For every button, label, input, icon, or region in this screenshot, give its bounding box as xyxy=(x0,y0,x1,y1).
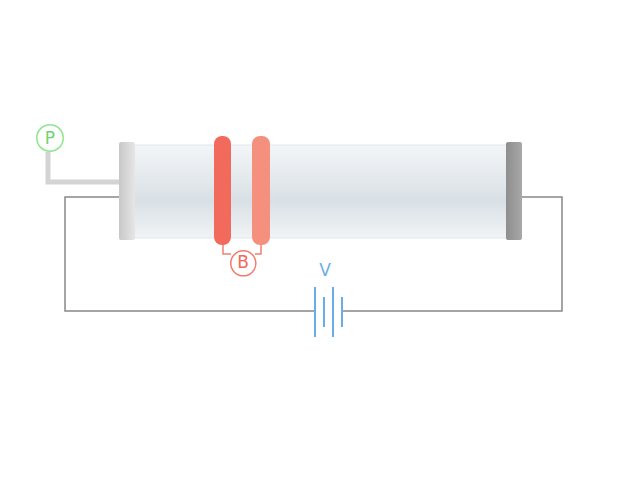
magnet-coil xyxy=(214,136,231,245)
coil-lead xyxy=(255,244,261,254)
cathode-electrode xyxy=(119,142,135,240)
battery-symbol xyxy=(315,287,342,337)
discharge-tube xyxy=(128,145,512,238)
coil-lead xyxy=(223,244,231,254)
node-text: P xyxy=(45,130,55,147)
field-circle: B xyxy=(230,250,257,277)
magnet-coil xyxy=(252,136,270,245)
node-text: B xyxy=(237,254,249,271)
anode-electrode xyxy=(506,142,522,240)
voltage-label: V xyxy=(319,262,331,279)
pump-pipe xyxy=(48,152,120,182)
pump-circle: P xyxy=(36,124,64,152)
